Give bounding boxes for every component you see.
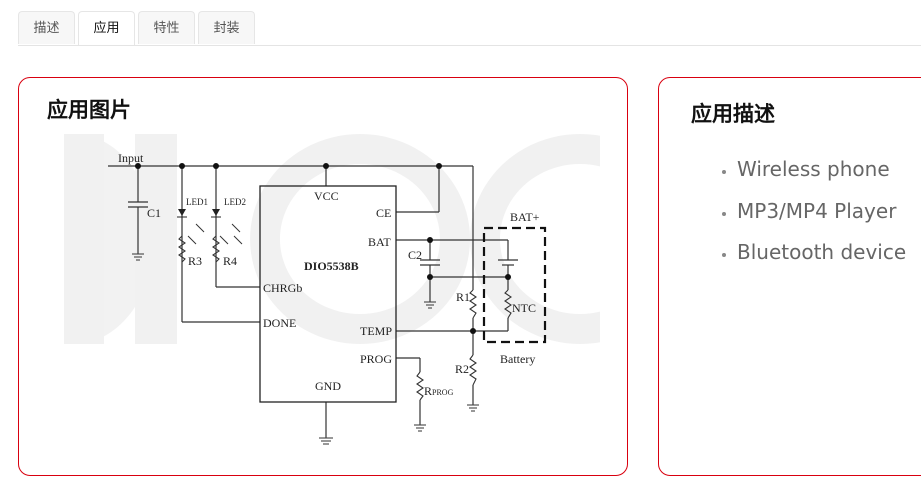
label-c2: C2 (408, 248, 422, 262)
chip-body (259, 185, 397, 403)
label-led2: LED2 (224, 197, 246, 207)
tab-package[interactable]: 封装 (198, 11, 255, 44)
list-item: Wireless phone (737, 152, 906, 194)
label-r4: R4 (223, 254, 237, 268)
resistors (178, 235, 512, 401)
label-ntc: NTC (512, 301, 536, 315)
pin-chrgb: CHRGb (263, 281, 302, 295)
watermark-logo (64, 134, 600, 344)
tab-features[interactable]: 特性 (138, 11, 195, 44)
battery-box (482, 226, 547, 344)
pin-vcc: VCC (314, 189, 339, 203)
label-input: Input (118, 151, 144, 165)
ground-symbols (132, 253, 479, 445)
tab-application[interactable]: 应用 (78, 11, 135, 45)
pin-prog: PROG (360, 352, 392, 366)
label-r3: R3 (188, 254, 202, 268)
pin-bat: BAT (368, 235, 391, 249)
pin-done: DONE (263, 316, 296, 330)
pin-temp: TEMP (360, 324, 392, 338)
tab-description[interactable]: 描述 (18, 11, 75, 44)
application-schematic: Input C1 LED1 LED2 R3 R4 VCC CE BAT DIO5… (64, 134, 600, 445)
pin-gnd: GND (315, 379, 341, 393)
label-bat-plus: BAT+ (510, 210, 540, 224)
application-image-title: 应用图片 (47, 98, 131, 122)
schematic-wires (108, 165, 518, 438)
label-r2: R2 (455, 362, 469, 376)
application-description-card: 应用描述 Wireless phone MP3/MP4 Player Bluet… (658, 77, 921, 476)
pin-ce: CE (376, 206, 391, 220)
label-battery: Battery (500, 352, 535, 366)
label-rprog: RPROG (424, 384, 454, 398)
application-description-title: 应用描述 (691, 102, 775, 126)
list-item: Bluetooth device (737, 235, 906, 277)
label-r1: R1 (456, 290, 470, 304)
chip-name: DIO5538B (304, 259, 359, 273)
application-list: Wireless phone MP3/MP4 Player Bluetooth … (715, 152, 906, 277)
tab-bar: 描述 应用 特性 封装 (18, 11, 921, 46)
led-symbols (177, 209, 221, 218)
junction-dots (135, 163, 511, 334)
list-item: MP3/MP4 Player (737, 194, 906, 236)
label-c1: C1 (147, 206, 161, 220)
label-led1: LED1 (186, 197, 208, 207)
light-arrows (187, 223, 243, 245)
